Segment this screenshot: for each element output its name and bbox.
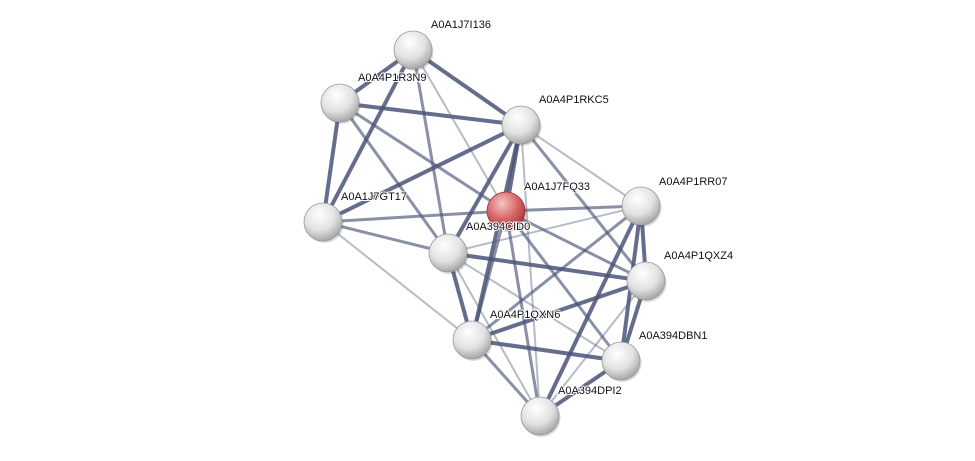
node-A0A1J7FQ33[interactable]: A0A1J7FQ33: [486, 180, 591, 232]
node-label: A0A4P1R3N9: [358, 72, 427, 84]
query-node-sphere[interactable]: [486, 191, 526, 231]
edge-A0A4P1RR07-A0A394DPI2[interactable]: [538, 205, 643, 417]
node-A0A4P1QXN6[interactable]: A0A4P1QXN6: [452, 308, 561, 361]
edge-A0A1J7I136-A0A1J7GT17[interactable]: [321, 49, 415, 223]
node-A0A1J7I136[interactable]: A0A1J7I136: [393, 18, 492, 71]
edge-A0A4P1RR07-A0A4P1QXN6[interactable]: [471, 204, 642, 342]
node-sphere[interactable]: [303, 202, 343, 242]
node-A0A4P1RR07[interactable]: A0A4P1RR07: [621, 175, 729, 227]
edge-A0A4P1QXZ4-A0A4P1QXN6[interactable]: [471, 279, 647, 342]
edge-A0A1J7FQ33-A0A394DBN1[interactable]: [504, 210, 623, 362]
edge-A0A4P1RKC5-A0A4P1RR07[interactable]: [520, 124, 642, 207]
node-label: A0A1J7GT17: [341, 191, 407, 203]
edge-A0A4P1RKC5-A0A394DPI2[interactable]: [520, 124, 541, 417]
node-A0A4P1RKC5[interactable]: A0A4P1RKC5: [501, 93, 610, 146]
node-label: A0A4P1RKC5: [539, 94, 609, 106]
edge-A0A1J7GT17-A0A394CID0[interactable]: [322, 220, 449, 255]
node-sphere[interactable]: [393, 30, 433, 70]
node-A0A4P1QXZ4[interactable]: A0A4P1QXZ4: [626, 249, 734, 302]
node-A0A394CID0[interactable]: A0A394CID0: [428, 220, 531, 274]
node-label: A0A4P1RR07: [659, 176, 728, 188]
edge-A0A1J7GT17-A0A4P1QXN6[interactable]: [322, 221, 473, 341]
edge-A0A1J7I136-A0A394CID0[interactable]: [411, 49, 450, 254]
edge-A0A1J7FQ33-A0A4P1RR07[interactable]: [505, 204, 642, 213]
node-A0A4P1R3N9[interactable]: A0A4P1R3N9: [320, 71, 428, 124]
node-label: A0A394CID0: [466, 221, 530, 233]
node-label: A0A394DPI2: [558, 385, 622, 397]
node-label: A0A4P1QXN6: [490, 309, 560, 321]
edge-A0A394CID0-A0A394DBN1[interactable]: [447, 252, 622, 362]
edge-A0A4P1RKC5-A0A4P1QXZ4[interactable]: [519, 124, 648, 282]
node-sphere[interactable]: [520, 396, 560, 436]
edge-A0A4P1R3N9-A0A1J7GT17[interactable]: [321, 102, 342, 223]
node-sphere[interactable]: [452, 320, 492, 360]
edge-A0A1J7FQ33-A0A394DPI2[interactable]: [504, 210, 542, 417]
edge-A0A394CID0-A0A4P1QXZ4[interactable]: [447, 251, 647, 283]
edge-A0A1J7I136-A0A1J7FQ33[interactable]: [412, 49, 507, 212]
edge-A0A4P1R3N9-A0A4P1RKC5[interactable]: [339, 101, 522, 127]
node-label: A0A1J7I136: [431, 19, 491, 31]
node-A0A1J7GT17[interactable]: A0A1J7GT17: [303, 190, 408, 243]
node-label: A0A4P1QXZ4: [664, 250, 733, 262]
node-sphere[interactable]: [626, 261, 666, 301]
node-sphere[interactable]: [320, 83, 360, 123]
node-label: A0A394DBN1: [639, 330, 708, 342]
edge-A0A4P1RKC5-A0A394CID0[interactable]: [446, 124, 523, 254]
edge-A0A1J7I136-A0A4P1RKC5[interactable]: [411, 48, 523, 127]
node-sphere[interactable]: [501, 105, 541, 145]
node-sphere[interactable]: [621, 186, 661, 226]
edge-A0A1J7GT17-A0A1J7FQ33[interactable]: [322, 209, 507, 224]
edge-A0A4P1R3N9-A0A1J7FQ33[interactable]: [339, 101, 507, 213]
node-A0A394DPI2[interactable]: A0A394DPI2: [520, 384, 623, 437]
node-sphere[interactable]: [428, 233, 468, 273]
node-sphere[interactable]: [601, 341, 641, 381]
edge-A0A4P1QXN6-A0A394DBN1[interactable]: [471, 338, 622, 363]
edge-A0A4P1QXZ4-A0A394DPI2[interactable]: [539, 280, 647, 417]
edge-A0A394CID0-A0A4P1RR07[interactable]: [447, 205, 642, 254]
edge-A0A1J7FQ33-A0A4P1QXN6[interactable]: [470, 210, 508, 341]
node-label: A0A1J7FQ33: [524, 181, 590, 193]
edge-A0A1J7FQ33-A0A4P1QXZ4[interactable]: [505, 209, 647, 283]
edge-A0A4P1RKC5-A0A1J7GT17[interactable]: [322, 123, 522, 224]
edge-A0A4P1R3N9-A0A394CID0[interactable]: [338, 102, 450, 254]
node-A0A394DBN1[interactable]: A0A394DBN1: [601, 329, 709, 382]
